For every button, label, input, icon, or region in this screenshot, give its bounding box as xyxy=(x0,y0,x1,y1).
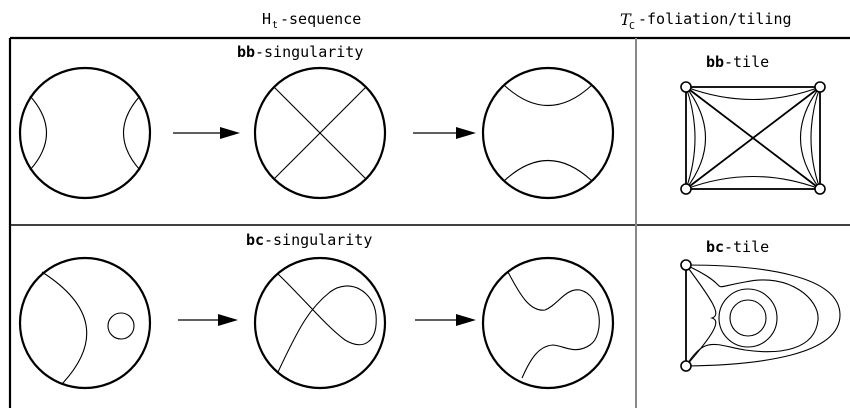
arrow-4 xyxy=(415,314,476,326)
bc-singularity-bold: bc xyxy=(246,231,264,249)
table-frame xyxy=(8,36,850,408)
disk-boundary xyxy=(18,256,152,390)
row2-tile-label: bc -tile xyxy=(706,238,769,256)
disk-boundary xyxy=(253,66,387,200)
tile-leaf-right-outer xyxy=(800,86,821,190)
tile-leaf-left-inner xyxy=(685,86,696,190)
arrow-head xyxy=(220,127,240,139)
header-left: H t -sequence xyxy=(262,10,361,31)
vertex-top-left xyxy=(680,81,692,93)
header-right: T C -foliation/tiling xyxy=(620,10,792,32)
bb-tile-bold: bb xyxy=(706,53,724,71)
vertex-bottom xyxy=(680,360,692,372)
header-right-rest: -foliation/tiling xyxy=(638,10,792,28)
disk-boundary xyxy=(18,66,152,200)
tile-mid-leaf xyxy=(685,264,819,367)
header-left-sub: t xyxy=(272,20,278,31)
bc-disk-3 xyxy=(481,256,615,390)
bc-tile-rest: -tile xyxy=(724,238,769,256)
leaf-bottom xyxy=(503,160,593,182)
crossing-leaf-2 xyxy=(273,86,367,180)
bb-disk-2 xyxy=(253,66,387,200)
arrow-head xyxy=(456,127,476,139)
disk-boundary xyxy=(481,256,615,390)
tile-circle-outer xyxy=(718,288,778,348)
tile-diagonal-2 xyxy=(685,86,821,190)
vertex-top xyxy=(680,259,692,271)
bc-tile-bold: bc xyxy=(706,238,724,256)
arrow-3 xyxy=(178,314,238,326)
tile-leaf-left-outer xyxy=(685,86,706,190)
tile-leaf-right-inner xyxy=(810,86,821,190)
row1-label: bb -singularity xyxy=(237,43,363,61)
leaf-right xyxy=(122,95,141,171)
vertex-bottom-left xyxy=(680,183,692,195)
header-left-rest: -sequence xyxy=(280,10,361,28)
tile-rectangle xyxy=(685,86,821,190)
arrow-2 xyxy=(413,127,476,139)
arrow-1 xyxy=(173,127,240,139)
tile-leaf-bottom xyxy=(685,175,821,190)
bb-disk-3 xyxy=(481,66,615,200)
vertex-bottom-right xyxy=(814,183,826,195)
disk-boundary xyxy=(481,66,615,200)
header-right-script: T xyxy=(620,10,632,29)
tile-loop-leaf xyxy=(685,264,717,367)
row2-label: bc -singularity xyxy=(246,231,372,249)
tile-circle-inner xyxy=(729,299,767,337)
tile-outer-leaf xyxy=(685,264,841,367)
bc-disk-2 xyxy=(253,256,387,390)
leaf-top xyxy=(503,84,593,106)
bc-singularity-rest: -singularity xyxy=(264,231,372,249)
bb-tile-drawing xyxy=(680,81,826,195)
wavy-leaf xyxy=(507,271,600,379)
bb-singularity-rest: -singularity xyxy=(255,43,363,61)
arrow-head xyxy=(456,314,476,326)
vertex-top-right xyxy=(814,81,826,93)
bc-tile-drawing xyxy=(680,259,841,372)
disk-boundary xyxy=(253,256,387,390)
fish-leaf xyxy=(277,273,377,373)
tile-leaf-top xyxy=(685,86,821,101)
bb-singularity-bold: bb xyxy=(237,43,255,61)
bb-tile-rest: -tile xyxy=(724,53,769,71)
arrow-head xyxy=(218,314,238,326)
row1-tile-label: bb -tile xyxy=(706,53,769,71)
circle-leaf xyxy=(107,312,135,340)
header-right-script-sub: C xyxy=(629,21,635,32)
bb-disk-1 xyxy=(18,66,152,200)
leaf-arc xyxy=(41,271,88,385)
leaf-left xyxy=(29,95,48,171)
header-left-h: H xyxy=(262,10,271,28)
bc-disk-1 xyxy=(18,256,152,390)
